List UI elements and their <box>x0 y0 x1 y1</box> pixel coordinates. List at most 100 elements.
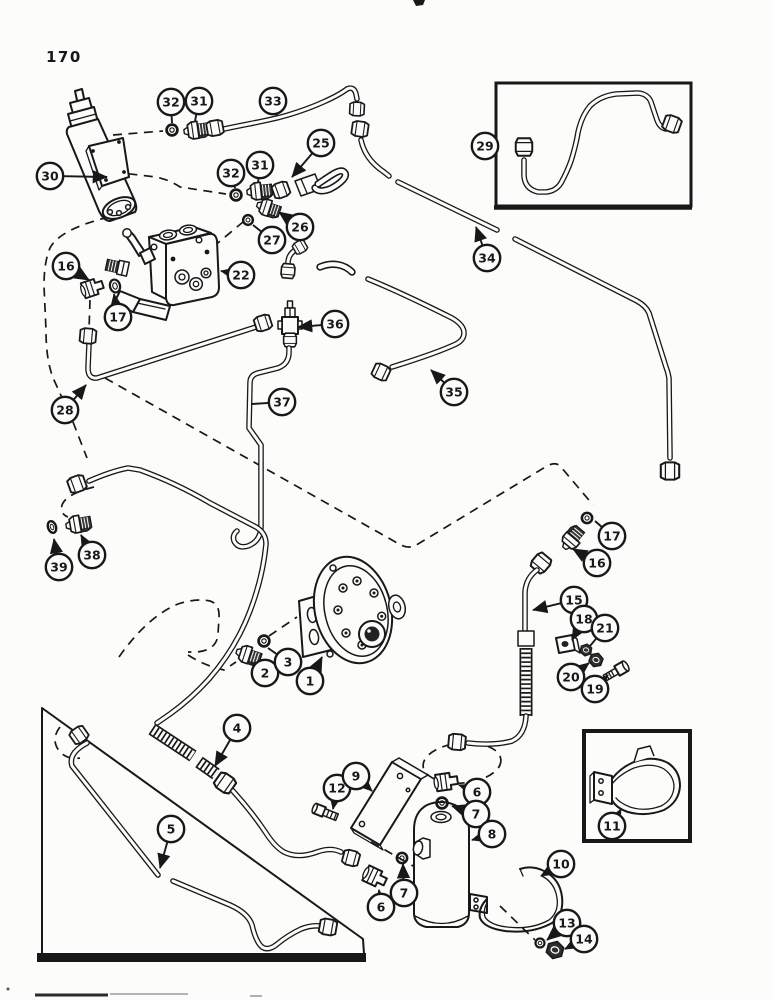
callout-number: 8 <box>488 826 497 841</box>
callout-number: 37 <box>273 394 290 409</box>
callout-16: 16 <box>51 251 90 281</box>
washer-13 <box>534 937 546 949</box>
oring-3 <box>257 634 271 648</box>
callout-circle <box>103 302 133 332</box>
callout-20: 20 <box>556 662 590 692</box>
page-number: 170 <box>46 48 82 66</box>
callout-28: 28 <box>50 384 87 425</box>
tube-34 <box>350 119 681 481</box>
callout-leader <box>458 783 475 797</box>
callout-circle <box>546 849 576 879</box>
callout-leader <box>297 319 322 333</box>
callout-leader <box>157 841 171 869</box>
callout-14: 14 <box>564 924 599 954</box>
callout-27: 27 <box>252 224 287 255</box>
callout-number: 18 <box>575 611 592 626</box>
callout-leader <box>571 624 585 641</box>
callout-number: 32 <box>162 94 179 109</box>
callout-number: 11 <box>603 818 620 833</box>
oring-39 <box>46 519 58 535</box>
callout-leader <box>309 656 323 673</box>
elbow-6b <box>359 863 390 891</box>
oring-27 <box>241 213 255 227</box>
callout-leader <box>220 267 237 281</box>
callout-circle <box>320 309 350 339</box>
callout-number: 1 <box>306 673 315 688</box>
callout-2: 2 <box>250 658 280 688</box>
callout-circle <box>582 548 612 578</box>
callout-number: 12 <box>328 780 345 795</box>
callout-circle <box>477 819 507 849</box>
callout-circle <box>156 814 186 844</box>
callout-circle <box>258 86 288 116</box>
callout-number: 35 <box>445 384 462 399</box>
callout-39: 39 <box>44 538 74 582</box>
callout-circle <box>470 131 500 161</box>
callout-circle <box>35 161 65 191</box>
callout-number: 36 <box>326 316 344 331</box>
callout-number: 19 <box>586 681 603 696</box>
callout-leader <box>540 862 557 877</box>
callout-number: 15 <box>565 592 582 607</box>
callout-leader <box>573 662 590 678</box>
callout-circle <box>44 552 74 582</box>
callout-number: 39 <box>50 559 67 574</box>
callout-leader <box>63 170 108 184</box>
callout-number: 17 <box>603 528 620 543</box>
callout-circle <box>590 613 620 643</box>
valve-22 <box>104 224 220 321</box>
callout-circle <box>556 662 586 692</box>
callout-6: 6 <box>366 889 396 922</box>
callout-17: 17 <box>594 520 627 551</box>
callout-leader <box>109 293 123 310</box>
callout-leader <box>291 152 314 178</box>
callout-leader <box>214 739 232 767</box>
callout-circle <box>341 761 371 791</box>
callout-1: 1 <box>295 656 325 696</box>
callout-leader <box>572 548 589 562</box>
callout-number: 22 <box>232 267 249 282</box>
callout-leader <box>589 637 598 647</box>
callout-31: 31 <box>245 150 275 184</box>
callout-leader <box>396 863 411 880</box>
canister-8 <box>412 801 470 928</box>
bolt-12 <box>311 802 340 822</box>
hose-15 <box>447 549 554 752</box>
hose-25 <box>270 167 350 201</box>
callout-leader <box>49 538 64 555</box>
nut-14 <box>544 938 566 962</box>
callout-number: 14 <box>575 931 593 946</box>
clamp-11 <box>589 745 681 816</box>
callout-number: 6 <box>377 899 386 914</box>
callout-circle <box>306 128 336 158</box>
fitting-16b <box>556 522 588 555</box>
callout-number: 6 <box>473 784 482 799</box>
callout-number: 27 <box>263 232 280 247</box>
callout-8: 8 <box>471 819 507 849</box>
callout-number: 21 <box>596 620 613 635</box>
fitting-31b <box>245 180 274 202</box>
callout-leader <box>474 226 488 246</box>
callout-25: 25 <box>291 128 336 178</box>
fitting-38 <box>63 512 94 536</box>
callout-leader <box>194 113 198 122</box>
hose-4 <box>65 465 362 869</box>
callout-circle <box>597 811 627 841</box>
callout-circle <box>472 243 502 273</box>
callout-leader <box>532 600 562 614</box>
oring-17b <box>580 511 594 525</box>
callout-number: 2 <box>261 665 270 680</box>
bracket-9 <box>350 757 429 851</box>
callout-leader <box>430 369 446 385</box>
callout-circle <box>51 251 81 281</box>
callout-leader <box>451 804 468 817</box>
dashed-routing <box>43 130 594 941</box>
tube-5 <box>67 723 339 952</box>
oring-32b <box>229 188 243 202</box>
callout-number: 29 <box>476 138 493 153</box>
callout-number: 25 <box>312 135 329 150</box>
callout-leader <box>267 647 278 656</box>
callout-leader <box>278 211 295 226</box>
callout-38: 38 <box>77 534 107 570</box>
